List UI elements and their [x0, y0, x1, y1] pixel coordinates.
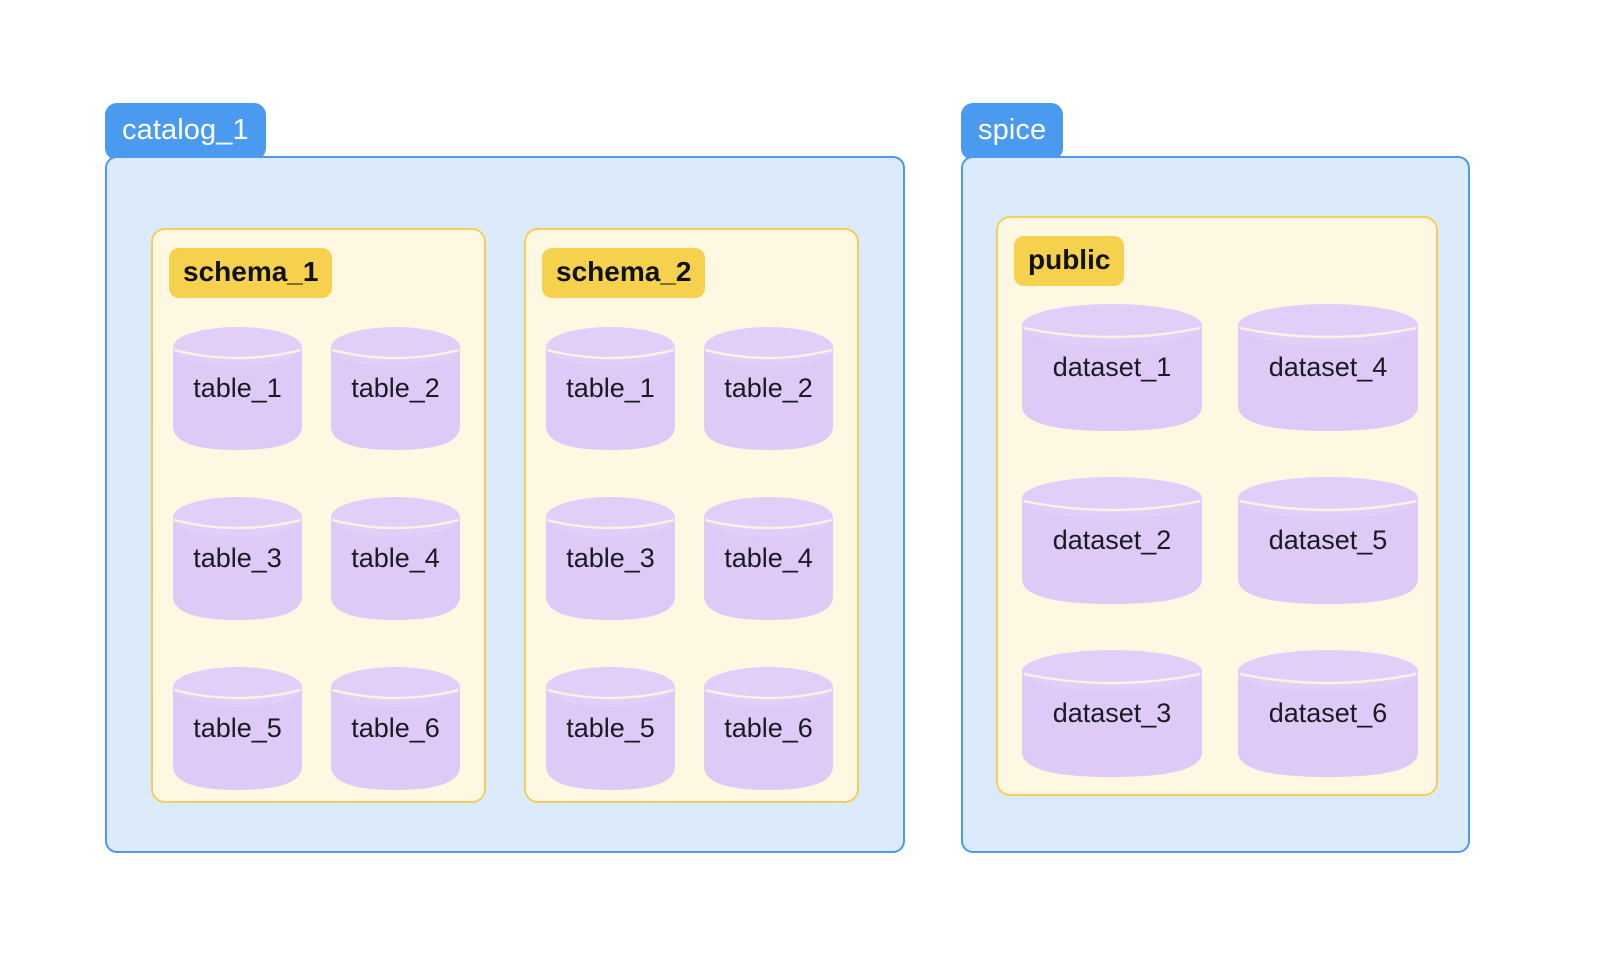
table-node[interactable]: table_4: [331, 496, 460, 620]
dataset-node[interactable]: dataset_6: [1238, 649, 1418, 777]
catalog-panel-catalog-1: schema_1 table_1: [105, 156, 905, 853]
table-node[interactable]: table_5: [546, 666, 675, 790]
cylinder-icon: [331, 327, 460, 450]
cylinder-icon: [1238, 650, 1418, 777]
catalog-panel-spice: public dataset_1: [961, 156, 1470, 853]
cylinder-icon: [546, 327, 675, 450]
table-grid-schema-2: table_1 table_2: [546, 326, 844, 790]
table-node[interactable]: table_2: [704, 326, 833, 450]
catalog-badge-catalog-1[interactable]: catalog_1: [105, 103, 266, 160]
table-grid-schema-1: table_1 table_2: [173, 326, 471, 790]
schema-panel-public: public dataset_1: [996, 216, 1438, 796]
cylinder-icon: [173, 327, 302, 450]
cylinder-icon: [704, 667, 833, 790]
table-node[interactable]: table_3: [546, 496, 675, 620]
dataset-node[interactable]: dataset_3: [1022, 649, 1202, 777]
cylinder-icon: [546, 497, 675, 620]
schema-badge-schema-2[interactable]: schema_2: [542, 248, 706, 298]
dataset-node[interactable]: dataset_4: [1238, 303, 1418, 431]
cylinder-icon: [331, 497, 460, 620]
cylinder-icon: [173, 497, 302, 620]
table-node[interactable]: table_1: [546, 326, 675, 450]
table-node[interactable]: table_5: [173, 666, 302, 790]
cylinder-icon: [173, 667, 302, 790]
cylinder-icon: [546, 667, 675, 790]
schema-panel-schema-1: schema_1 table_1: [151, 228, 486, 803]
catalog-group-catalog-1: catalog_1 schema_1 table_1: [105, 103, 905, 853]
schema-badge-schema-1[interactable]: schema_1: [169, 248, 333, 298]
dataset-node[interactable]: dataset_2: [1022, 476, 1202, 604]
schema-badge-public[interactable]: public: [1014, 236, 1125, 286]
dataset-node[interactable]: dataset_5: [1238, 476, 1418, 604]
catalog-badge-spice[interactable]: spice: [961, 103, 1064, 160]
dataset-node[interactable]: dataset_1: [1022, 303, 1202, 431]
table-node[interactable]: table_2: [331, 326, 460, 450]
cylinder-icon: [704, 497, 833, 620]
cylinder-icon: [704, 327, 833, 450]
cylinder-icon: [1022, 650, 1202, 777]
table-node[interactable]: table_3: [173, 496, 302, 620]
cylinder-icon: [1022, 304, 1202, 431]
table-node[interactable]: table_4: [704, 496, 833, 620]
schema-panel-schema-2: schema_2 table_1: [524, 228, 859, 803]
cylinder-icon: [1238, 477, 1418, 604]
dataset-grid-public: dataset_1 dataset_4: [1022, 303, 1418, 777]
table-node[interactable]: table_6: [704, 666, 833, 790]
table-node[interactable]: table_6: [331, 666, 460, 790]
cylinder-icon: [1022, 477, 1202, 604]
cylinder-icon: [1238, 304, 1418, 431]
cylinder-icon: [331, 667, 460, 790]
catalog-group-spice: spice public dataset_1: [961, 103, 1470, 853]
table-node[interactable]: table_1: [173, 326, 302, 450]
